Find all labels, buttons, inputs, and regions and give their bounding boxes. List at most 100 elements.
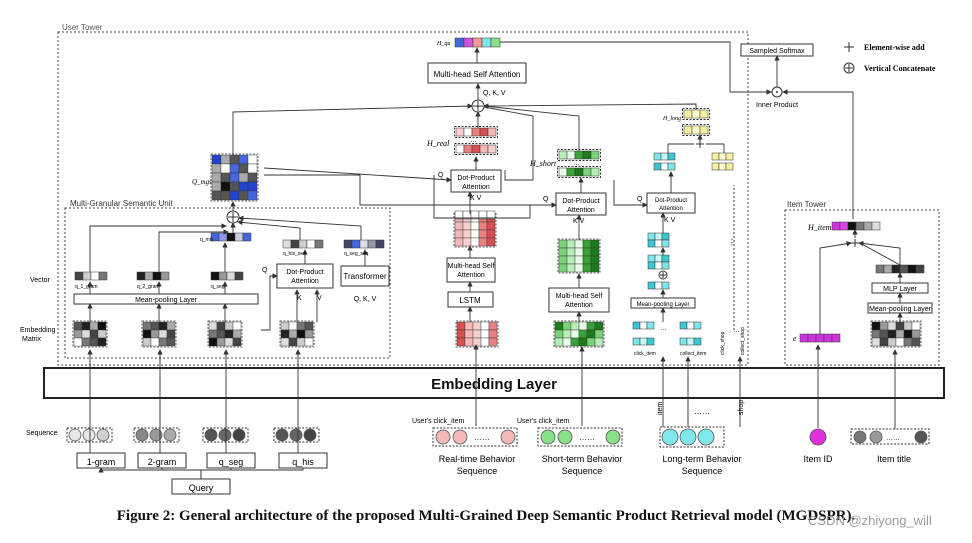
matrix-cell <box>232 329 242 339</box>
mlp-box <box>871 282 929 294</box>
rt-token <box>500 429 516 445</box>
item-id-token <box>809 428 827 446</box>
vector-cell <box>711 152 720 161</box>
query-embedding-matrices <box>72 320 315 348</box>
shop-axis-label: shop <box>738 400 745 415</box>
matrix-cell <box>582 263 592 273</box>
lt-dots-2: … <box>733 327 740 334</box>
legend-add-label: Element-wise add <box>864 43 925 52</box>
matrix-cell <box>554 329 564 339</box>
long-label-1: Long-term Behavior <box>662 454 741 464</box>
matrix-cell <box>558 255 568 265</box>
transformer-qkv-label: Q, K, V <box>354 296 377 303</box>
matrix-cell <box>89 321 99 331</box>
vector-cell <box>90 271 100 281</box>
user-tower-label: User Tower <box>62 23 103 32</box>
matrix-cell <box>903 321 913 331</box>
vector-cell <box>661 254 670 263</box>
matrix-cell <box>470 229 480 239</box>
matrix-cell <box>887 321 897 331</box>
q-mix-vector <box>210 232 252 242</box>
h-qu-vector <box>232 37 854 219</box>
connector-arrow <box>859 242 901 266</box>
matrix-border <box>870 320 922 348</box>
h-short-bottom <box>557 166 601 178</box>
vector-cell <box>667 162 676 171</box>
st-token <box>540 429 556 445</box>
vector-cell <box>471 144 481 154</box>
matrix-cell <box>486 229 496 239</box>
item-title-dots: …… <box>886 435 900 442</box>
vector-cell <box>839 221 849 231</box>
vector-cell <box>660 152 669 161</box>
rt-mhsa-label-1: Multi-head Self <box>448 263 495 270</box>
matrix-cell <box>454 237 464 247</box>
matrix-cell <box>566 239 576 249</box>
matrix-cell <box>73 321 83 331</box>
matrix-cell <box>478 221 488 231</box>
st-q-label: Q <box>543 196 549 203</box>
vector-cell <box>136 271 146 281</box>
sequence-token <box>303 428 317 442</box>
q-his-seq <box>273 427 320 443</box>
connector-arrow <box>263 167 452 183</box>
item-title-token <box>914 430 928 444</box>
vector-cell <box>693 337 702 346</box>
vector-cell <box>590 150 600 160</box>
matrix-cell <box>142 321 152 331</box>
q-seg-box <box>206 452 256 469</box>
matrix-cell <box>89 337 99 347</box>
matrix-cell <box>574 239 584 249</box>
lt-collect-item-vec-2 <box>679 337 702 346</box>
matrix-cell <box>73 329 83 339</box>
matrix-cell <box>81 337 91 347</box>
h-item-vec <box>831 221 881 231</box>
legend-concat-icon <box>843 62 855 74</box>
q-his-matrix <box>279 320 315 348</box>
long-dots-label: …… <box>694 407 710 416</box>
vector-cell <box>693 321 702 330</box>
user-tower-box <box>57 31 749 366</box>
q-mgs-grid <box>210 153 259 202</box>
lt-vec-a <box>647 254 670 263</box>
vector-cell <box>679 337 688 346</box>
matrix-border <box>210 153 259 202</box>
matrix-cell <box>574 263 584 273</box>
matrix-cell <box>464 321 474 331</box>
matrix-cell <box>296 337 306 347</box>
matrix-cell <box>895 321 905 331</box>
embedding-layer-label: Embedding Layer <box>431 376 557 393</box>
vector-cell <box>351 239 361 249</box>
q-his-input-label: q_his <box>292 457 314 467</box>
matrix-cell <box>247 154 258 165</box>
rt-kv-label: K V <box>470 195 482 202</box>
matrix-cell <box>594 321 604 331</box>
matrix-cell <box>582 239 592 249</box>
vector-label: Vector <box>30 277 51 284</box>
mgs-dot-product-label-2: Attention <box>291 278 319 285</box>
h-real-top <box>454 126 498 138</box>
lt-shop-out-a <box>711 152 734 161</box>
vector-cell <box>558 150 568 160</box>
embedding-layer-box <box>43 367 945 399</box>
matrix-cell <box>232 321 242 331</box>
matrix-cell <box>480 321 490 331</box>
matrix-cell <box>590 239 600 249</box>
vector-cell <box>306 239 316 249</box>
top-qkv-label: Q, K, V <box>483 90 506 97</box>
vector-cell <box>144 271 154 281</box>
vector-cell <box>639 337 648 346</box>
vector-cell <box>234 271 244 281</box>
h-real-bottom <box>454 143 498 155</box>
sequence-border <box>133 427 180 443</box>
vector-cell <box>691 109 701 119</box>
lt-dot-product-label-1: Dot-Product <box>655 198 687 204</box>
matrix-cell <box>229 172 240 183</box>
sequence-token <box>218 428 232 442</box>
item-title-token <box>853 430 867 444</box>
embedding-matrix-label-2: Matrix <box>22 336 42 343</box>
matrix-cell <box>166 337 176 347</box>
vector-cell <box>298 239 308 249</box>
matrix-cell <box>558 247 568 257</box>
query-box <box>171 478 231 495</box>
